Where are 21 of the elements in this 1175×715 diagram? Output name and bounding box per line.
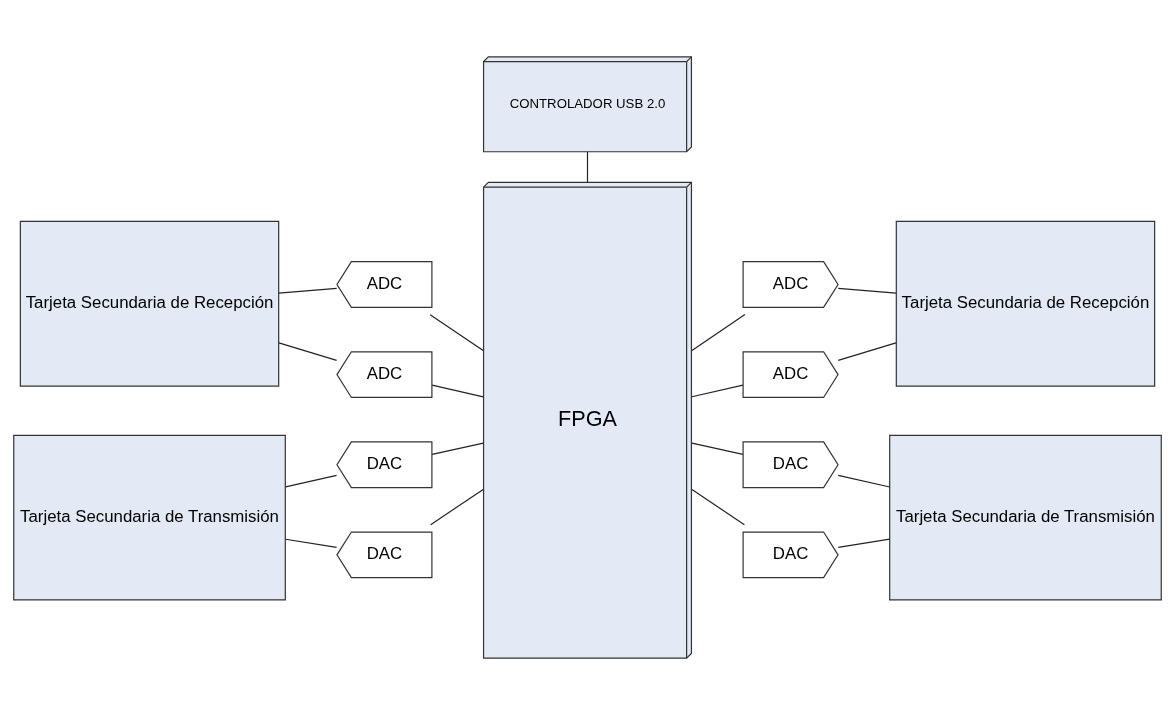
connector	[691, 314, 746, 351]
node-box: Tarjeta Secundaria de Recepción	[19, 220, 280, 387]
connector	[837, 538, 891, 548]
connector	[431, 384, 484, 398]
connector	[285, 474, 338, 488]
connector	[285, 538, 338, 548]
node-box: Tarjeta Secundaria de Transmisión	[889, 434, 1162, 601]
connector	[431, 442, 484, 456]
connector	[586, 151, 589, 183]
connector	[837, 287, 897, 294]
connector	[837, 342, 897, 362]
node-box: Tarjeta Secundaria de Recepción	[895, 220, 1156, 387]
connector	[691, 384, 744, 398]
node-box: Tarjeta Secundaria de Transmisión	[13, 434, 286, 601]
connector	[278, 287, 338, 294]
connector	[691, 488, 745, 526]
connector	[429, 314, 484, 352]
connector	[837, 474, 891, 488]
connector	[278, 342, 338, 361]
connector	[430, 488, 484, 526]
connector	[691, 442, 744, 456]
